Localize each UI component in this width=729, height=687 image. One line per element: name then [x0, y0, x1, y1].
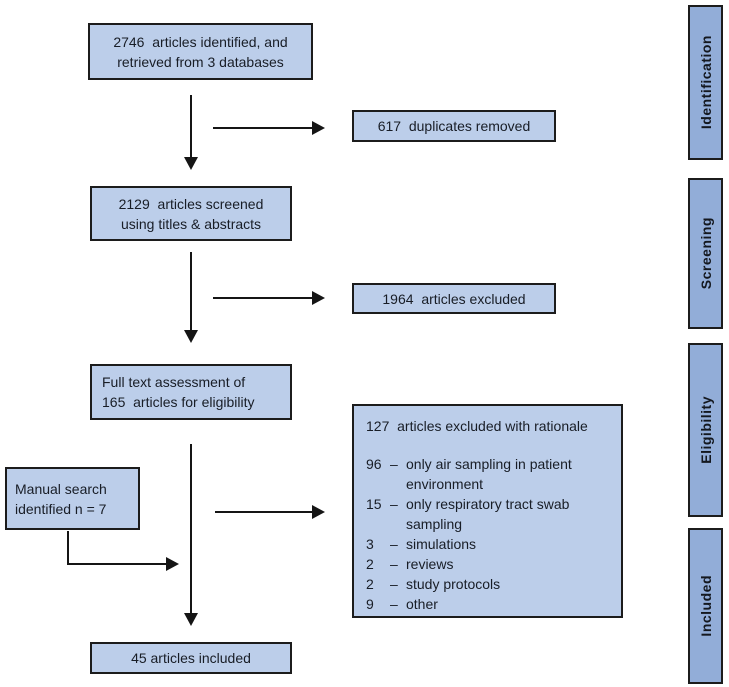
- rationale-item-dash: –: [390, 556, 398, 572]
- box-articles-identified-line2: retrieved from 3 databases: [117, 53, 284, 70]
- box-articles-excluded-text: 1964 articles excluded: [382, 290, 526, 307]
- arrow-line: [215, 511, 313, 513]
- box-articles-included: 45 articles included: [90, 642, 292, 674]
- rationale-item-text: other: [406, 596, 438, 612]
- box-duplicates-removed-text: 617 duplicates removed: [377, 118, 531, 134]
- rationale-item-count: 96: [366, 456, 382, 472]
- arrowhead-right-icon: [166, 557, 179, 571]
- box-articles-identified: 2746 articles identified, and retrieved …: [88, 23, 313, 80]
- stage-eligibility-label: Eligibility: [697, 396, 714, 464]
- rationale-item-count: 3: [366, 536, 374, 552]
- rationale-item-count: 2: [366, 576, 374, 592]
- stage-eligibility: Eligibility: [688, 343, 723, 517]
- stage-included-label: Included: [697, 575, 714, 637]
- rationale-item-text: only air sampling in patient environment: [406, 456, 572, 492]
- box-excluded-with-rationale: 127 articles excluded with rationale 96 …: [352, 404, 623, 618]
- box-articles-excluded: 1964 articles excluded: [352, 283, 556, 314]
- box-articles-screened-line2: using titles & abstracts: [120, 215, 262, 232]
- rationale-item: 15 – only respiratory tract swab samplin…: [366, 494, 611, 534]
- arrow-line: [67, 563, 167, 565]
- rationale-item-count: 15: [366, 496, 382, 512]
- rationale-item-dash: –: [390, 576, 398, 592]
- rationale-item-text: simulations: [406, 536, 477, 552]
- stage-identification: Identification: [688, 5, 723, 160]
- rationale-item-count: 9: [366, 596, 374, 612]
- rationale-item: 96 – only air sampling in patient enviro…: [366, 454, 611, 494]
- arrowhead-right-icon: [312, 121, 325, 135]
- stage-screening-label: Screening: [697, 217, 714, 290]
- rationale-item-dash: –: [390, 496, 398, 512]
- rationale-item-text: reviews: [406, 556, 454, 572]
- arrowhead-down-icon: [184, 157, 198, 170]
- arrow-line: [213, 297, 313, 299]
- arrowhead-down-icon: [184, 613, 198, 626]
- rationale-item-dash: –: [390, 596, 398, 612]
- rationale-item-dash: –: [390, 456, 398, 472]
- box-articles-included-text: 45 articles included: [131, 650, 251, 666]
- rationale-item-count: 2: [366, 556, 374, 572]
- rationale-item-text: only respiratory tract swab sampling: [406, 496, 570, 532]
- box-articles-screened-line1: 2129 articles screened: [118, 195, 264, 212]
- stage-screening: Screening: [688, 178, 723, 329]
- stage-included: Included: [688, 528, 723, 684]
- box-fulltext-assessment-line1: Full text assessment of: [102, 374, 246, 390]
- box-articles-identified-line1: 2746 articles identified, and: [113, 33, 288, 50]
- arrowhead-right-icon: [312, 291, 325, 305]
- arrowhead-down-icon: [184, 330, 198, 343]
- box-fulltext-assessment: Full text assessment of 165 articles for…: [90, 364, 292, 420]
- rationale-item-text: study protocols: [406, 576, 501, 592]
- box-manual-search: Manual search identified n = 7: [5, 467, 140, 530]
- box-manual-search-line2: identified n = 7: [15, 500, 107, 517]
- arrow-line: [190, 95, 192, 158]
- arrowhead-right-icon: [312, 505, 325, 519]
- rationale-item: 2 – reviews: [366, 554, 611, 574]
- arrow-line: [190, 444, 192, 614]
- arrow-line: [213, 127, 313, 129]
- arrow-line: [190, 252, 192, 331]
- stage-identification-label: Identification: [697, 35, 714, 130]
- box-articles-screened: 2129 articles screened using titles & ab…: [90, 186, 292, 241]
- box-duplicates-removed: 617 duplicates removed: [352, 110, 556, 142]
- rationale-item: 9 – other: [366, 594, 611, 614]
- box-manual-search-line1: Manual search: [15, 480, 107, 497]
- rationale-title: 127 articles excluded with rationale: [366, 418, 588, 434]
- rationale-item: 2 – study protocols: [366, 574, 611, 594]
- rationale-item-dash: –: [390, 536, 398, 552]
- box-fulltext-assessment-line2: 165 articles for eligibility: [102, 394, 255, 410]
- arrow-line: [67, 531, 69, 565]
- rationale-item: 3 – simulations: [366, 534, 611, 554]
